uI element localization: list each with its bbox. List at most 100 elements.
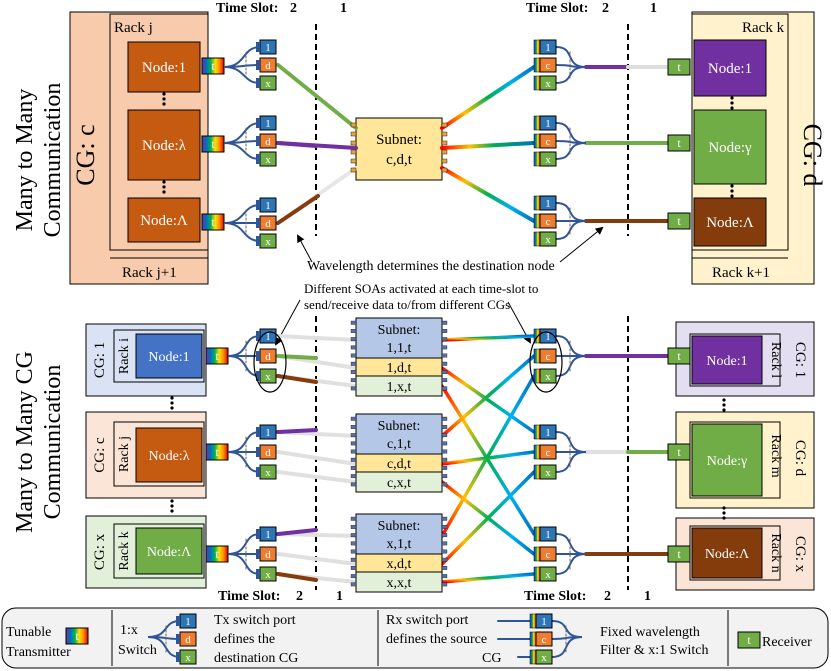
left-cg-x: CG: x Rack k Node:Λ bbox=[85, 515, 207, 589]
diagram-elements: Node:1Node:λNode:Λttt1dx1dx1dxNode:1Node… bbox=[127, 39, 767, 593]
rx-port-label: x bbox=[541, 652, 547, 664]
soa-tick bbox=[441, 378, 448, 383]
top-right-timeslot-1: 1 bbox=[650, 1, 657, 16]
subnet-stack-row: 1,d,t bbox=[387, 361, 412, 376]
soa-tick bbox=[441, 370, 448, 374]
soa-tick bbox=[441, 541, 448, 546]
tx-port-label: 1 bbox=[265, 118, 271, 130]
soa-tick bbox=[441, 582, 448, 587]
transmitter-t-label: t bbox=[215, 547, 219, 561]
subnet-stack-row: c,d,t bbox=[387, 457, 411, 472]
left-cg-1-label: CG: 1 bbox=[92, 342, 108, 378]
fiber-top-r3 bbox=[440, 166, 536, 223]
rx-filter bbox=[533, 57, 541, 73]
tx-port-stub bbox=[256, 529, 260, 539]
legend-switch-line2: Switch bbox=[118, 643, 157, 658]
tx-port-stub bbox=[256, 427, 260, 437]
ellipsis-dot bbox=[722, 516, 726, 520]
highlight-ellipse-left bbox=[253, 331, 287, 393]
fiber-top-l1 bbox=[276, 63, 358, 130]
bottom-side-label-line1: Many to Many CG bbox=[12, 351, 38, 533]
tx-port-label: x bbox=[265, 467, 271, 479]
soa-tick bbox=[441, 566, 448, 570]
fiber-bottom-left-grey bbox=[276, 450, 358, 466]
rx-port-label: x bbox=[545, 234, 551, 246]
soa-tick bbox=[350, 131, 357, 137]
soa-tick bbox=[350, 457, 357, 462]
switch-branch bbox=[227, 431, 261, 453]
right-rack-n-label: Rack n bbox=[768, 533, 783, 572]
bottom-left-timeslot-label: Time Slot: bbox=[218, 589, 280, 604]
soa-tick bbox=[441, 131, 448, 137]
right-rack-m-label: Rack m bbox=[768, 434, 783, 477]
subnet-stack-title-bg bbox=[355, 317, 443, 359]
tx-port-stub bbox=[256, 351, 260, 361]
tx-port-label: d bbox=[185, 634, 191, 646]
subnet-stack-row-bg bbox=[355, 471, 443, 493]
soa-tick bbox=[350, 574, 357, 579]
rx-filter bbox=[529, 631, 537, 647]
switch-branch bbox=[555, 142, 587, 160]
legend-rx-line1: Rx switch port bbox=[386, 613, 469, 628]
soa-tick bbox=[441, 433, 448, 438]
receiver-t-label: t bbox=[677, 445, 681, 459]
soa-tick bbox=[350, 582, 357, 587]
top-left-node-1-label: Node:1 bbox=[142, 60, 186, 76]
switch-branch bbox=[223, 204, 261, 224]
tx-port-stub bbox=[256, 569, 260, 579]
fiber-bottom-cross bbox=[440, 374, 536, 538]
switch-branch bbox=[555, 202, 587, 222]
right-cg-d-label: CG: d bbox=[792, 440, 808, 477]
rx-filter bbox=[533, 213, 541, 229]
rx-port-label: c bbox=[542, 634, 547, 646]
rx-filter bbox=[533, 133, 541, 149]
rx-port bbox=[539, 57, 557, 73]
rx-filter bbox=[533, 348, 541, 364]
receiver-t-label: t bbox=[677, 214, 681, 228]
tx-port-label: 1 bbox=[265, 427, 271, 439]
rx-port-label: 1 bbox=[545, 118, 551, 130]
rx-filter bbox=[533, 115, 541, 131]
top-left-timeslot-1: 1 bbox=[340, 1, 347, 16]
top-right-node-gamma-label: Node:γ bbox=[708, 140, 752, 156]
rx-filter bbox=[533, 39, 541, 55]
rx-port bbox=[539, 424, 557, 440]
switch-branch bbox=[227, 553, 261, 575]
right-node-gamma-label: Node:γ bbox=[707, 454, 747, 469]
soa-note-line1: Different SOAs activated at each time-sl… bbox=[304, 281, 538, 296]
receiver-t-label: t bbox=[747, 633, 751, 647]
ellipsis-dot bbox=[162, 190, 166, 194]
tx-port-stub bbox=[256, 118, 260, 128]
rx-port bbox=[539, 566, 557, 582]
transmitter-t-label: t bbox=[215, 445, 219, 459]
soa-tick bbox=[441, 557, 448, 562]
rx-port bbox=[535, 649, 553, 665]
switch-branch bbox=[555, 451, 587, 473]
tx-port-stub bbox=[256, 60, 260, 70]
rx-filter bbox=[533, 566, 541, 582]
fiber-top-l3b bbox=[276, 194, 320, 225]
rack-j1-label: Rack j+1 bbox=[122, 265, 177, 281]
left-rack-i-label: Rack i bbox=[117, 338, 132, 374]
legend-rx-line3: CG bbox=[482, 651, 501, 666]
soa-tick bbox=[350, 167, 357, 173]
tx-port-stub bbox=[256, 467, 260, 477]
soa-tick bbox=[350, 361, 357, 366]
fiber-bottom-cross bbox=[440, 470, 536, 566]
soa-tick bbox=[441, 474, 448, 479]
soa-tick bbox=[350, 433, 357, 438]
rx-filter bbox=[533, 75, 541, 91]
tx-port-label: d bbox=[265, 447, 271, 459]
tx-port-label: x bbox=[265, 371, 271, 383]
subnet-stack-row: x,d,t bbox=[387, 557, 412, 572]
tx-port-label: 1 bbox=[265, 529, 271, 541]
rx-port bbox=[539, 115, 557, 131]
tx-port-stub bbox=[256, 447, 260, 457]
fiber-top-r2 bbox=[440, 141, 536, 150]
rx-port bbox=[539, 195, 557, 211]
transmitter-t-label: t bbox=[211, 137, 215, 151]
rx-port bbox=[539, 75, 557, 91]
rx-filter bbox=[533, 546, 541, 562]
soa-tick bbox=[441, 158, 448, 164]
